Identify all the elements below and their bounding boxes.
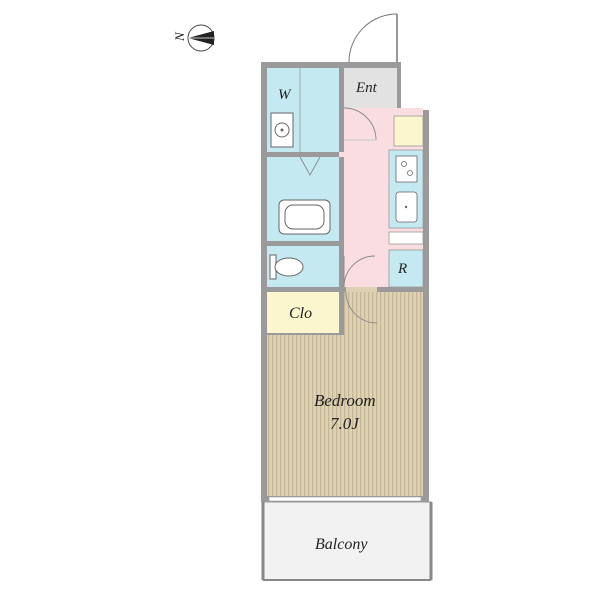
refrigerator-label: R xyxy=(397,261,407,277)
kitchen-stove-icon xyxy=(395,155,418,183)
kitchen-sink-icon xyxy=(395,191,418,223)
balcony-label: Balcony xyxy=(315,536,368,553)
toilet-icon xyxy=(269,254,304,280)
entrance-door-swing xyxy=(348,13,398,63)
north-label: N xyxy=(172,31,187,42)
bedroom-label: Bedroom xyxy=(314,391,376,410)
bedroom-size-label: 7.0J xyxy=(330,414,360,433)
closet-label: Clo xyxy=(289,305,312,322)
bathtub-icon xyxy=(278,199,331,235)
kitchen-shelf xyxy=(388,231,424,245)
entrance-area xyxy=(344,68,397,108)
closet-wall xyxy=(339,292,344,333)
balcony-area xyxy=(261,501,433,581)
closet-overlay xyxy=(267,292,339,333)
hallway-left xyxy=(339,152,344,157)
door-swings xyxy=(299,107,378,324)
closet-wall-bottom xyxy=(267,333,344,335)
bedroom-hall-opening xyxy=(344,287,423,292)
refrigerator-space xyxy=(388,249,424,288)
washbasin-icon xyxy=(270,112,294,148)
washer-label: W xyxy=(278,87,292,103)
entrance-label: Ent xyxy=(355,80,378,96)
bedroom-door-gap xyxy=(346,287,377,292)
shoe-cabinet xyxy=(393,115,424,147)
balcony-window xyxy=(268,496,422,502)
compass-north-arrow-icon: N xyxy=(172,24,215,52)
